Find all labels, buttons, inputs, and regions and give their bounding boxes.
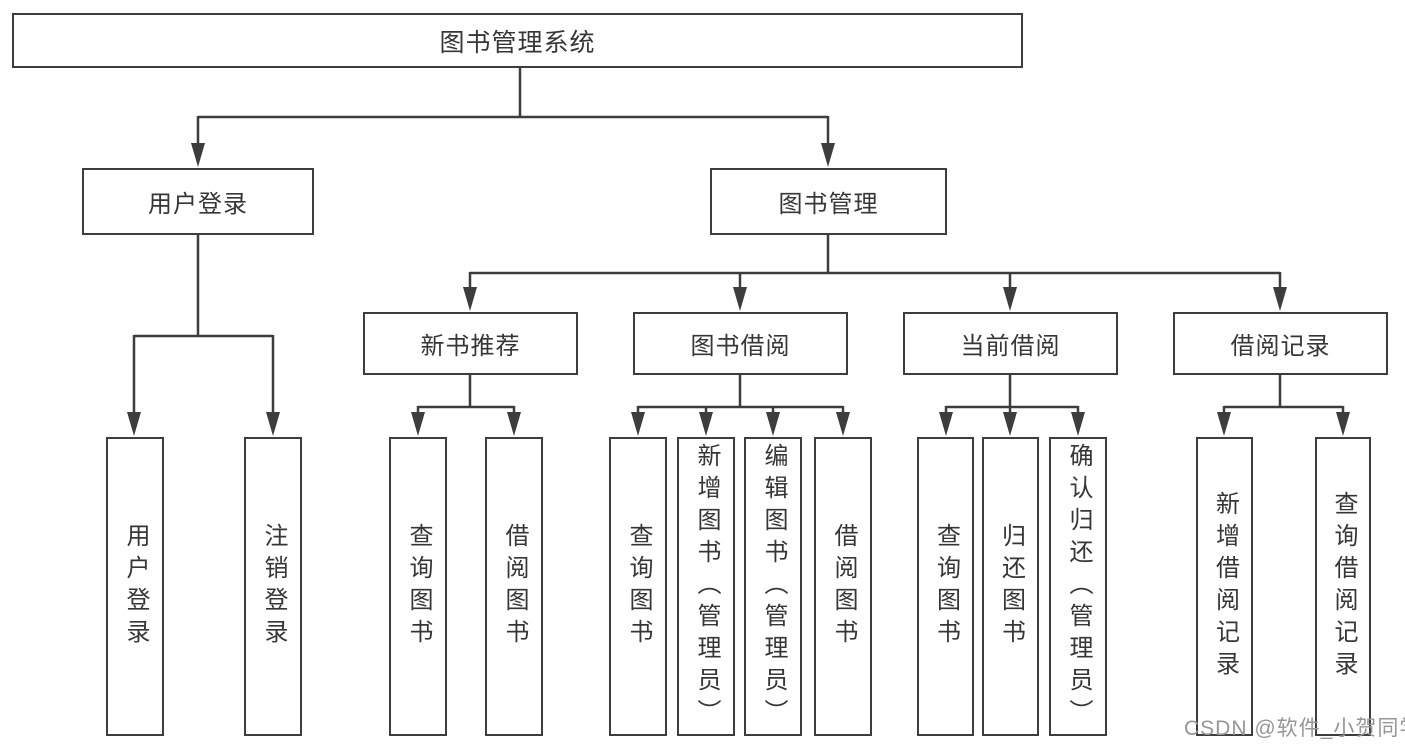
node-new-book-recommendation: 新书推荐 <box>363 312 578 375</box>
leaf-label: 查询图书 <box>625 522 652 651</box>
node-book-management-branch: 图书管理 <box>710 168 947 235</box>
leaf-edit-books-admin: 编辑图书（管理员） <box>744 437 802 736</box>
leaf-label: 归还图书 <box>997 522 1025 651</box>
leaf-label: 编辑图书（管理员） <box>760 442 787 731</box>
leaf-logout: 注销登录 <box>244 437 302 736</box>
connector-user-login-branch <box>132 235 275 414</box>
leaf-query-books-current: 查询图书 <box>917 437 974 736</box>
leaf-borrow-books-recommend: 借阅图书 <box>485 437 543 736</box>
leaf-label: 用户登录 <box>122 522 149 651</box>
leaf-query-books-recommend: 查询图书 <box>389 437 447 736</box>
watermark: CSDN @软件_小贺同学 <box>1184 717 1405 740</box>
arrowheads <box>127 143 1350 436</box>
leaf-label: 借阅图书 <box>830 522 857 651</box>
leaf-query-borrow-record: 查询借阅记录 <box>1315 437 1371 736</box>
connector-root-to-level2 <box>196 68 830 145</box>
connector-leaf-groups <box>416 374 1345 414</box>
leaf-borrow-books-borrow: 借阅图书 <box>814 437 872 736</box>
leaf-confirm-return-admin: 确认归还（管理员） <box>1049 437 1107 736</box>
leaf-user-login: 用户登录 <box>106 437 164 736</box>
leaf-label: 新增借阅记录 <box>1211 490 1239 683</box>
node-book-borrowing: 图书借阅 <box>633 312 848 375</box>
connector-book-management-branch <box>468 235 1282 289</box>
leaf-label: 查询借阅记录 <box>1330 490 1357 683</box>
leaf-label: 查询图书 <box>405 522 432 651</box>
leaf-add-borrow-record: 新增借阅记录 <box>1196 437 1253 736</box>
node-borrowing-records: 借阅记录 <box>1173 312 1388 375</box>
leaf-query-books-borrow: 查询图书 <box>609 437 667 736</box>
node-library-management-system: 图书管理系统 <box>12 13 1023 68</box>
leaf-label: 借阅图书 <box>501 522 528 651</box>
node-user-login-branch: 用户登录 <box>82 168 314 235</box>
leaf-label: 新增图书（管理员） <box>693 442 720 731</box>
leaf-add-books-admin: 新增图书（管理员） <box>677 437 735 736</box>
leaf-return-books: 归还图书 <box>982 437 1039 736</box>
leaf-label: 注销登录 <box>260 522 287 651</box>
leaf-label: 查询图书 <box>932 522 960 651</box>
node-current-borrowing: 当前借阅 <box>903 312 1118 375</box>
leaf-label: 确认归还（管理员） <box>1065 442 1092 731</box>
